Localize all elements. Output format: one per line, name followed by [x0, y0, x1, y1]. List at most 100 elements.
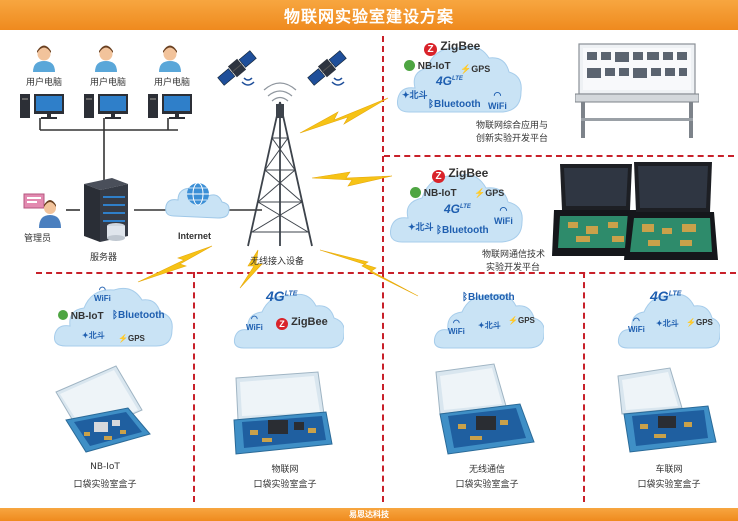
beidou-icon: ✦	[82, 331, 89, 340]
box-1-cloud	[52, 276, 174, 352]
divider-top-right	[384, 155, 734, 157]
bluetooth-badge-2: ᛒBluetooth	[436, 225, 489, 236]
gps-badge: ⚡GPS	[460, 64, 491, 74]
gps-badge-b3: ⚡GPS	[508, 316, 535, 325]
beidou-badge-2: ✦北斗	[408, 222, 434, 232]
beidou-icon: ✦	[408, 222, 416, 232]
box-3-image	[430, 362, 542, 456]
nbiot-badge-b1: NB-IoT	[58, 310, 104, 322]
gps-badge-b1: ⚡GPS	[118, 334, 145, 343]
4g-badge-2: 4GLTE	[444, 202, 471, 216]
satellite-small-icon: ⚡	[508, 316, 518, 325]
beidou-badge: ✦北斗	[402, 90, 428, 100]
tower-label: 无线接入设备	[250, 257, 305, 267]
box-2-caption-1: 物联网	[271, 465, 299, 475]
bluetooth-icon: ᛒ	[112, 310, 118, 321]
footer-brand: 易思达科技	[349, 510, 389, 519]
gps-badge-2: ⚡GPS	[474, 188, 505, 198]
bolt-to-platform-2	[311, 171, 393, 187]
wifi-badge-b4: ◠WiFi	[628, 316, 645, 334]
box-4-caption-1: 车联网	[655, 465, 683, 475]
internet-icon	[164, 176, 232, 224]
box-2-image	[228, 364, 340, 456]
beidou-badge-b3: ✦北斗	[478, 321, 501, 330]
user-icon	[20, 45, 64, 119]
user-pc-1	[18, 40, 66, 120]
4g-badge: 4GLTE	[436, 74, 463, 88]
wifi-icon: ◠	[452, 318, 460, 327]
beidou-icon: ✦	[478, 321, 485, 330]
zigbee-badge-2: Z ZigBee	[432, 166, 488, 183]
satellite-icon-2	[304, 48, 350, 88]
4g-badge-b4: 4GLTE	[650, 288, 682, 304]
bluetooth-badge-b3: ᛒBluetooth	[462, 292, 515, 303]
title-bar: 物联网实验室建设方案	[0, 0, 738, 30]
server-icon	[78, 176, 134, 246]
bluetooth-badge: ᛒBluetooth	[428, 99, 481, 110]
user-pc-3	[146, 40, 194, 120]
user-pc-2	[82, 40, 130, 120]
wifi-icon: ◠	[493, 90, 502, 100]
platform-2-title-1: 物联网通信技术	[482, 250, 546, 260]
nbiot-badge: NB-IoT	[404, 60, 451, 72]
box-4-caption-2: 口袋实验室盒子	[637, 480, 701, 490]
nbiot-icon	[404, 60, 415, 71]
beidou-badge-b4: ✦北斗	[656, 319, 679, 328]
platform-1-title-1: 物联网综合应用与	[476, 121, 549, 131]
platform-1-cloud	[395, 34, 525, 118]
divider-vertical-b2	[382, 272, 384, 502]
bluetooth-icon: ᛒ	[436, 225, 442, 236]
beidou-icon: ✦	[402, 90, 410, 100]
satellite-small-icon: ⚡	[460, 64, 472, 74]
platform-1-bench-image	[574, 42, 700, 140]
platform-2-title-2: 实验开发平台	[486, 263, 541, 273]
platform-2-cloud	[388, 160, 526, 248]
tower-icon	[238, 82, 322, 250]
divider-vertical-b1	[193, 272, 195, 502]
divider-vertical-b3	[583, 272, 585, 502]
wifi-badge: ◠WiFi	[488, 90, 507, 111]
box-1-caption-2: 口袋实验室盒子	[73, 480, 137, 490]
wifi-icon: ◠	[250, 314, 258, 323]
wifi-icon: ◠	[499, 205, 508, 215]
user-icon	[148, 45, 192, 119]
user-icon	[84, 45, 128, 119]
4g-badge-b2: 4GLTE	[266, 288, 298, 304]
beidou-icon: ✦	[656, 319, 663, 328]
wifi-badge-2: ◠WiFi	[494, 205, 513, 226]
bluetooth-icon: ᛒ	[428, 99, 434, 110]
box-3-caption-1: 无线通信	[468, 465, 505, 475]
bolt-to-box-3	[319, 249, 419, 297]
wifi-badge-b2: ◠WiFi	[246, 314, 263, 332]
zigbee-icon: Z	[432, 170, 445, 183]
platform-2-suitcase-image	[552, 160, 718, 264]
wifi-icon: ◠	[98, 285, 106, 294]
box-2-caption-2: 口袋实验室盒子	[253, 480, 317, 490]
bluetooth-badge-b1: ᛒBluetooth	[112, 310, 165, 321]
divider-vertical-top	[382, 36, 384, 272]
admin-icon	[20, 192, 64, 228]
zigbee-icon: Z	[276, 318, 288, 330]
beidou-badge-b1: ✦北斗	[82, 331, 105, 340]
server-label: 服务器	[90, 253, 118, 263]
wifi-badge-b3: ◠WiFi	[448, 318, 465, 336]
pc-label-3: 用户电脑	[154, 78, 191, 88]
lightning-bolts	[137, 97, 419, 297]
nbiot-icon	[58, 310, 68, 320]
divider-bottom-row	[36, 272, 736, 274]
nbiot-icon	[410, 187, 421, 198]
zigbee-badge-b2: Z ZigBee	[276, 316, 328, 330]
page-title: 物联网实验室建设方案	[283, 7, 454, 26]
zigbee-icon: Z	[424, 43, 437, 56]
nbiot-badge-2: NB-IoT	[410, 187, 457, 199]
bluetooth-icon: ᛒ	[462, 292, 468, 303]
box-1-caption-1: NB-IoT	[90, 462, 120, 472]
pc-label-2: 用户电脑	[90, 78, 127, 88]
footer-bar: 易思达科技	[0, 508, 738, 521]
wifi-badge-b1: ◠WiFi	[94, 285, 111, 303]
satellite-small-icon: ⚡	[686, 318, 696, 327]
satellite-small-icon: ⚡	[118, 334, 128, 343]
pc-label-1: 用户电脑	[26, 78, 63, 88]
satellite-icon-1	[214, 48, 260, 88]
